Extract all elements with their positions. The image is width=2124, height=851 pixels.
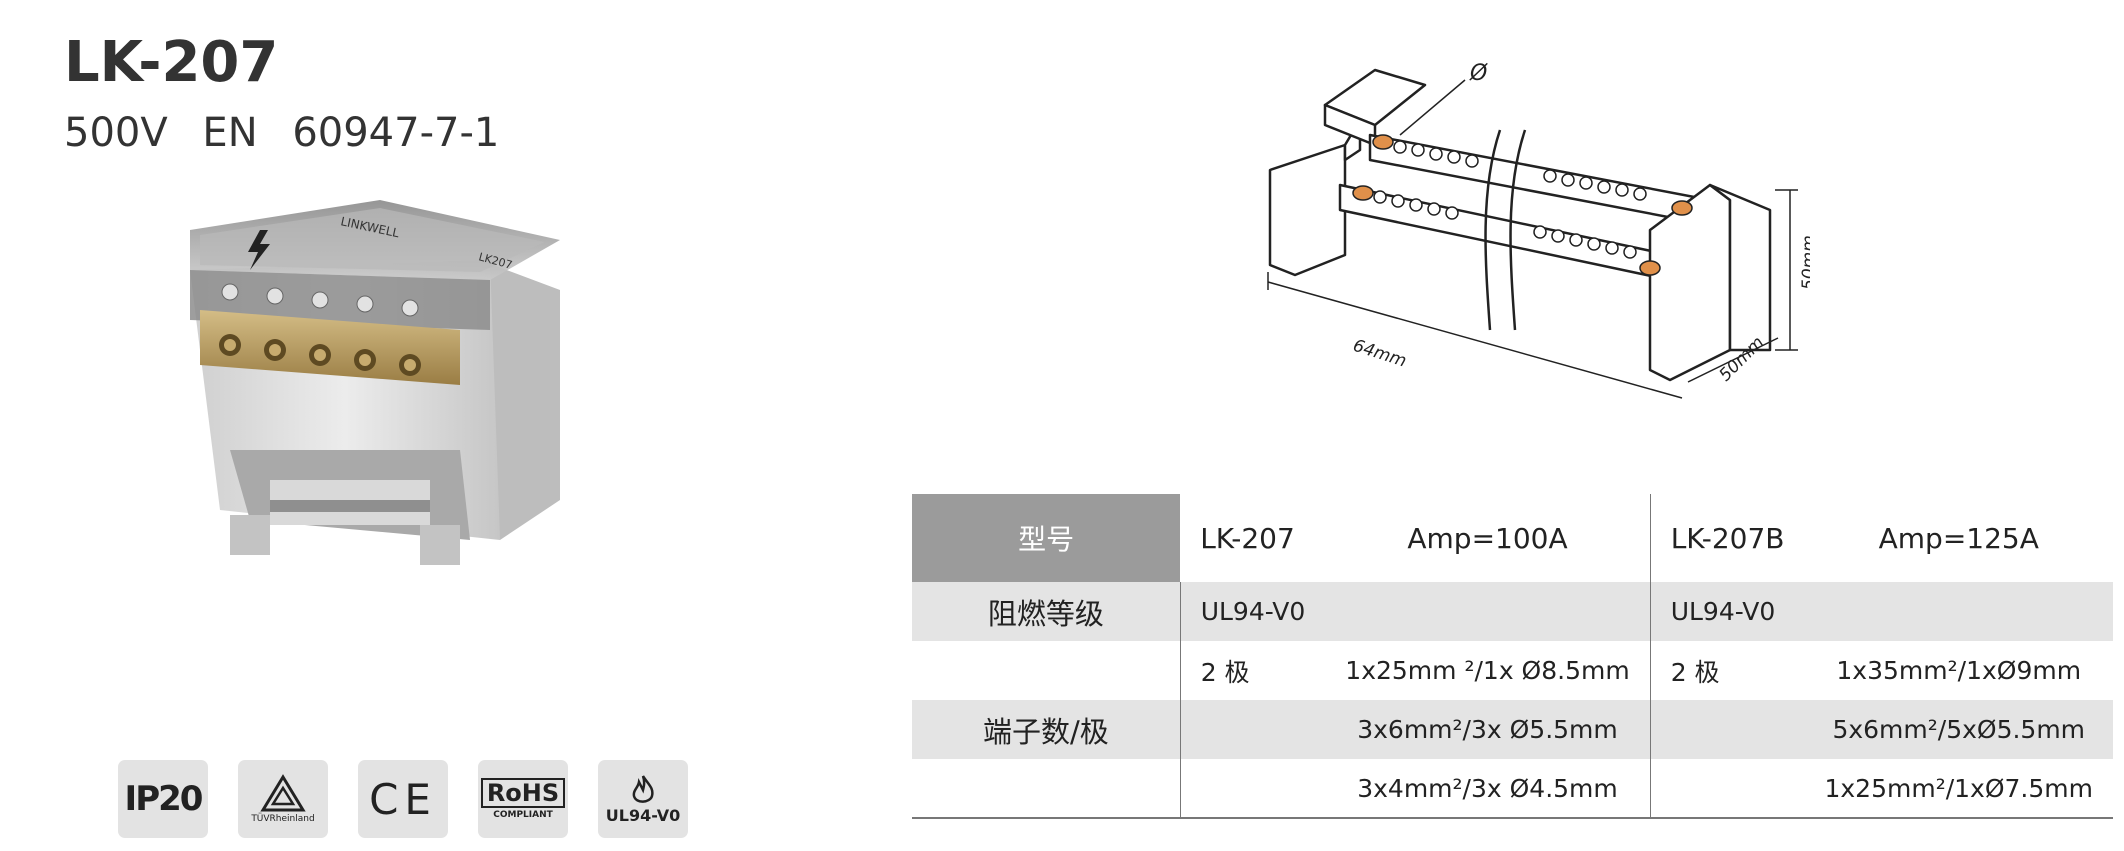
cell-a2: 1x25mm ²/1x Ø8.5mm [1345, 656, 1630, 685]
height-dimension: 50mm [1799, 235, 1810, 290]
cell-a2: 3x6mm²/3x Ø5.5mm [1325, 700, 1651, 759]
cell-b1 [1649, 759, 1805, 819]
ul94-text: UL94-V0 [605, 805, 681, 825]
cell-a1 [1179, 700, 1326, 759]
cell-a1: UL94-V0 [1179, 582, 1326, 641]
ip20-text: IP20 [124, 779, 204, 819]
row-label: 端子数/极 [912, 700, 1181, 759]
product-title: LK-207 [64, 30, 279, 95]
rohs-compliant-text: COMPLIANT [493, 810, 553, 820]
cell-a1: 2 极 [1179, 641, 1326, 700]
header-a-amp: Amp=100A [1325, 494, 1651, 582]
tuv-triangle-icon [260, 774, 306, 812]
cell-a2 [1325, 582, 1651, 641]
row-label: 阻燃等级 [912, 582, 1181, 641]
tuv-text: TÜVRheinland [251, 814, 315, 824]
ul94-badge: UL94-V0 [598, 760, 688, 838]
table-header-row: 型号 LK-207 Amp=100A LK-207B Amp=125A [912, 494, 2113, 582]
cell-b2 [1804, 582, 2113, 641]
certification-badges: IP20 TÜVRheinland CE RoHS COMPLIANT UL94… [118, 760, 738, 840]
dimension-drawing: Ø 50mm 50mm 64mm [1267, 61, 1810, 399]
rohs-text: RoHS [480, 778, 566, 808]
header-b-model: LK-207B [1649, 494, 1805, 582]
table-row: 2 极 1x25mm ²/1x Ø8.5mm 2 极 1x35mm²/1xØ9m… [912, 641, 2113, 700]
row-label [912, 759, 1181, 819]
cell-a1 [1179, 759, 1326, 819]
header-label: 型号 [912, 494, 1181, 582]
cell-a2: 3x4mm²/3x Ø4.5mm [1325, 759, 1651, 819]
table-row: 端子数/极 3x6mm²/3x Ø5.5mm 5x6mm²/5xØ5.5mm [912, 700, 2113, 759]
ce-badge: CE [358, 760, 448, 838]
diameter-label: Ø [1469, 61, 1488, 86]
cell-b2: 1x25mm²/1xØ7.5mm [1804, 759, 2113, 819]
cell-b1: UL94-V0 [1649, 582, 1805, 641]
tuv-badge: TÜVRheinland [238, 760, 328, 838]
ce-text: CE [369, 774, 437, 824]
spec-table: 型号 LK-207 Amp=100A LK-207B Amp=125A 阻燃等级… [912, 494, 2113, 819]
header-b-amp: Amp=125A [1804, 494, 2113, 582]
ip20-badge: IP20 [118, 760, 208, 838]
product-photo: LINKWELL LK207 [190, 200, 560, 565]
rohs-badge: RoHS COMPLIANT [478, 760, 568, 838]
length-dimension: 64mm [1350, 336, 1408, 372]
cell-b1 [1649, 700, 1805, 759]
cell-b1: 2 极 [1649, 641, 1805, 700]
flame-icon [632, 774, 654, 803]
cell-b2: 1x35mm²/1xØ9mm [1836, 656, 2082, 685]
cell-b2: 5x6mm²/5xØ5.5mm [1804, 700, 2113, 759]
header-a-model: LK-207 [1180, 494, 1326, 582]
table-row: 阻燃等级 UL94-V0 UL94-V0 [912, 582, 2113, 641]
table-row: 3x4mm²/3x Ø4.5mm 1x25mm²/1xØ7.5mm [912, 759, 2113, 819]
row-label [912, 641, 1180, 700]
product-rating: 500V EN 60947-7-1 [64, 110, 500, 156]
